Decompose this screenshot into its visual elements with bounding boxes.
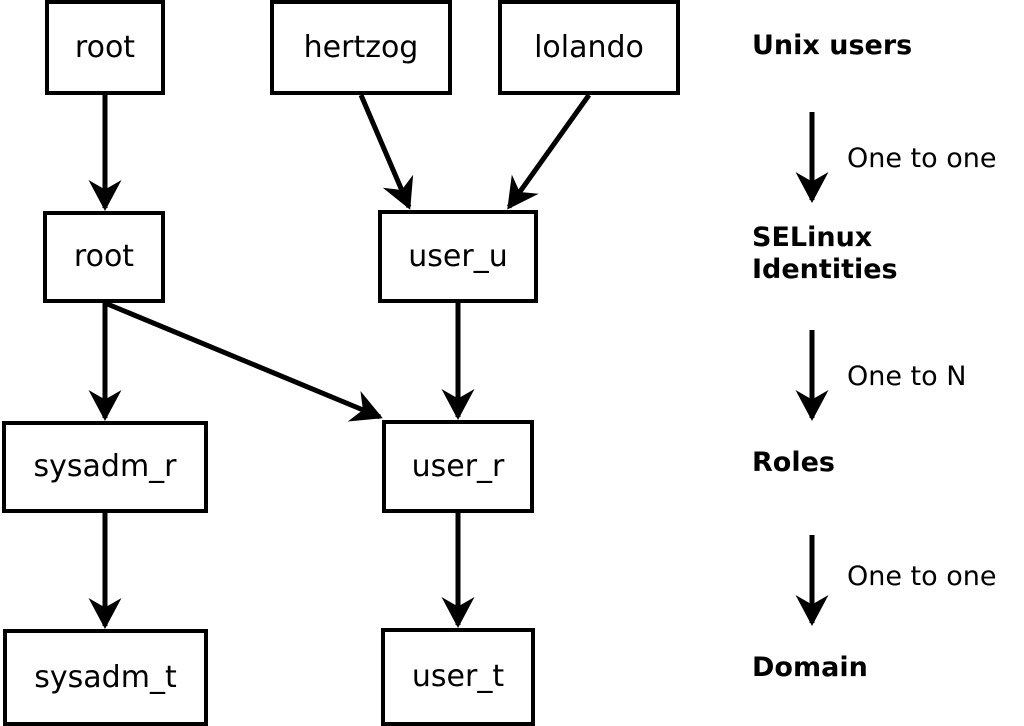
legend-stage-selinux-identities: SELinux Identities: [752, 222, 898, 285]
node-label: user_r: [411, 448, 505, 484]
node-label: user_u: [408, 238, 508, 274]
node-role-sysadm-r[interactable]: sysadm_r: [2, 421, 208, 513]
node-unix-lolando[interactable]: lolando: [498, 0, 680, 95]
node-domain-user-t[interactable]: user_t: [381, 628, 535, 726]
legend-label-one-to-one-domain: One to one: [847, 561, 997, 592]
node-domain-sysadm-t[interactable]: sysadm_t: [3, 629, 208, 726]
node-identity-user-u[interactable]: user_u: [378, 210, 538, 303]
edge-hertzog-to-useru: [358, 94, 414, 210]
node-label: root: [74, 29, 136, 65]
legend-stage-roles: Roles: [752, 447, 835, 478]
edge-lolando-to-useru: [506, 93, 592, 210]
diagram-edges: [88, 93, 592, 630]
node-role-user-r[interactable]: user_r: [382, 420, 534, 513]
node-label: root: [73, 239, 135, 274]
node-label: sysadm_r: [33, 449, 177, 484]
legend-label-one-to-n-roles: One to N: [847, 361, 967, 392]
legend-stage-domain: Domain: [752, 652, 868, 683]
edge-identity-root-to-userr: [104, 300, 383, 422]
legend-label-one-to-one-identities: One to one: [847, 143, 997, 174]
node-label: lolando: [534, 29, 644, 65]
node-label: sysadm_t: [34, 659, 177, 695]
node-unix-root[interactable]: root: [45, 0, 165, 95]
node-identity-root[interactable]: root: [43, 211, 165, 303]
node-label: hertzog: [303, 29, 419, 65]
node-unix-hertzog[interactable]: hertzog: [270, 0, 452, 95]
node-label: user_t: [411, 659, 505, 694]
legend-stage-unix-users: Unix users: [752, 30, 913, 61]
